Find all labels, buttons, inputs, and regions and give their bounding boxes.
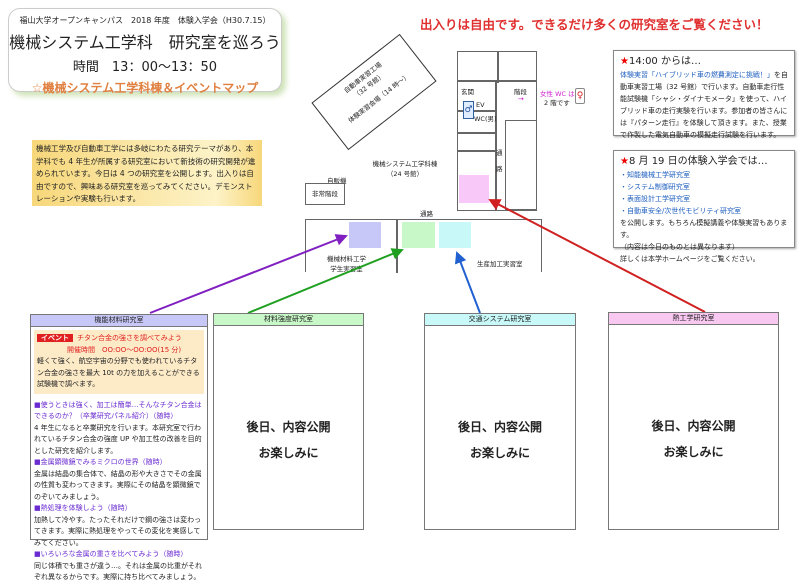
arrow-purple	[149, 234, 348, 314]
card-text: お楽しみに	[258, 446, 319, 460]
section-text: 金属は結晶の集合体で、結晶の形や大きさでその金属の性質も変わってきます。実際にそ…	[34, 469, 202, 501]
star-icon: ★	[620, 56, 629, 67]
lab-card-functional-materials: 機能材料研究室 イベントチタン合金の強さを調べてみよう 開催時間 OO:OO～O…	[30, 314, 208, 581]
page-title: 機械システム工学科 研究室を巡ろう	[9, 33, 281, 52]
header-box: 福山大学オープンキャンパス 2018 年度 体験入学会（H30.7.15） 機械…	[8, 8, 282, 95]
label: 機械材料工学	[327, 255, 366, 263]
arrow-blue	[454, 251, 481, 314]
subtitle: 福山大学オープンキャンパス 2018 年度 体験入学会（H30.7.15）	[19, 16, 271, 25]
arrow-red	[488, 199, 706, 313]
event-text: 軽くて強く、航空宇宙の分野でも使われているチタン合金の強さを最大 10t の力を…	[37, 357, 200, 388]
label: 学生実習室	[330, 265, 363, 273]
box-title: 8 月 19 日の体験入学会では…	[628, 156, 768, 167]
info-box-1400: ★14:00 からは… 体験実習「ハイブリッド車の燃費測定に挑戦！」を自動車実習…	[613, 50, 795, 139]
event-link: 体験実習「ハイブリッド車の燃費測定に挑戦！」	[620, 71, 774, 79]
section-heading: ■使うときは強く、加工は簡単…そんなチタン合金はできるのか？（卒業研究パネル紹介…	[34, 400, 202, 421]
stairs-label: 階段	[514, 88, 527, 96]
section-text: 同じ体積でも重さが違う…。それは金属の比重がそれぞれ異なるからです。実際に持ち比…	[34, 561, 202, 582]
wc-female-label2: 2 階です	[544, 99, 570, 107]
lab-item: ・表面設計工学研究室	[620, 195, 690, 203]
entrance-label: 玄関	[461, 88, 474, 96]
lab-card-transport-systems: 交通システム研究室 後日、内容公開お楽しみに	[424, 313, 576, 530]
card-title: 材料強度研究室	[214, 314, 363, 326]
lab-card-material-strength: 材料強度研究室 後日、内容公開お楽しみに	[213, 313, 364, 530]
emergency-stairs: 非常階段	[305, 183, 345, 205]
star-icon: ★	[620, 156, 629, 167]
info-box-0819: ★8 月 19 日の体験入学会では… ・知能機械工学研究室 ・システム制御研究室…	[613, 150, 795, 263]
lab-item: ・知能機械工学研究室	[620, 171, 690, 179]
wc-male-label: WC(男)	[474, 115, 497, 123]
label: 機械システム工学科棟	[372, 160, 438, 168]
card-text: 後日、内容公開	[246, 420, 331, 434]
map-title: ☆機械システム工学科棟＆イベントマップ	[31, 81, 259, 95]
wc-female-label: 女性 WC は	[540, 90, 575, 98]
lab-card-thermal-eng: 熱工学研究室 後日、内容公開お楽しみに	[608, 312, 779, 530]
card-text: お楽しみに	[469, 446, 530, 460]
ev-label: EV	[476, 101, 485, 109]
section-heading: ■金属顕微鏡でみるミクロの世界（随時）	[34, 458, 167, 466]
card-text: 後日、内容公開	[651, 419, 736, 433]
card-title: 交通システム研究室	[425, 314, 575, 326]
vending-label: 自販機	[327, 177, 347, 185]
section-heading: ■熱処理を体験しよう（随時）	[34, 504, 132, 512]
female-wc-icon: ♀	[575, 88, 585, 104]
arrow-icon: →	[518, 95, 524, 103]
lab-item: ・システム制御研究室	[620, 183, 690, 191]
section-text: 加熱して冷やす。たったそれだけで鋼の強さは変わってきます。実際に熱処理をやってそ…	[34, 515, 202, 547]
building-24-lower	[305, 219, 542, 272]
arrow-green	[247, 248, 404, 314]
box-text: を自動車実習工場（32 号館）で行います。自動車走行性能試験機「シャシ・ダイナモ…	[620, 71, 788, 139]
card-text: お楽しみに	[663, 445, 724, 459]
card-title: 熱工学研究室	[609, 313, 778, 325]
room-transport-systems[interactable]	[439, 222, 471, 248]
card-title: 機能材料研究室	[31, 315, 207, 327]
card-text: 後日、内容公開	[457, 420, 542, 434]
event-time: 開催時間 OO:OO～OO:OO(15 分)	[67, 345, 182, 354]
student-room-label: 機械材料工学学生実習室	[327, 253, 366, 273]
room-material-strength[interactable]	[402, 222, 435, 248]
corridor-label: 通路	[420, 210, 433, 218]
box-text: を公開します。もちろん模擬講義や体験実習もあります。	[620, 219, 788, 239]
room-thermal-eng[interactable]	[459, 175, 489, 203]
section-text: 4 年生になると卒業研究を行います。本研究室で行われているチタン合金の強度 UP…	[34, 423, 202, 455]
label: （24 号館）	[386, 170, 424, 178]
production-room-label: 生産加工実習室	[477, 260, 523, 268]
corridor-vertical-label: 通路	[496, 149, 503, 173]
box-text: （内容は今日のものとは異なります）	[620, 243, 739, 251]
headline: 出入りは自由です。できるだけ多くの研究室をご覧ください！	[420, 17, 769, 32]
event-block: イベントチタン合金の強さを調べてみよう 開催時間 OO:OO～OO:OO(15 …	[34, 330, 204, 394]
box-title: 14:00 からは…	[628, 56, 701, 67]
intro-text: 機械工学及び自動車工学には多岐にわたる研究テーマがあり、本学科でも 4 年生が所…	[32, 140, 262, 206]
building-24-label: 機械システム工学科棟 （24 号館）	[365, 158, 445, 178]
section-heading: ■いろいろな金属の重さを比べてみよう（随時）	[34, 550, 188, 558]
lab-item: ・自動車安全/次世代モビリティ研究室	[620, 207, 741, 215]
room-functional-materials[interactable]	[349, 222, 381, 248]
event-tag: イベント	[37, 334, 73, 342]
event-title: チタン合金の強さを調べてみよう	[77, 334, 182, 342]
male-wc-icon: ♂	[463, 101, 474, 119]
time: 時間 13：00～13：50	[72, 60, 218, 75]
box-text: 詳しくは本学ホームページをご覧ください。	[620, 255, 760, 263]
arrows	[149, 199, 706, 314]
